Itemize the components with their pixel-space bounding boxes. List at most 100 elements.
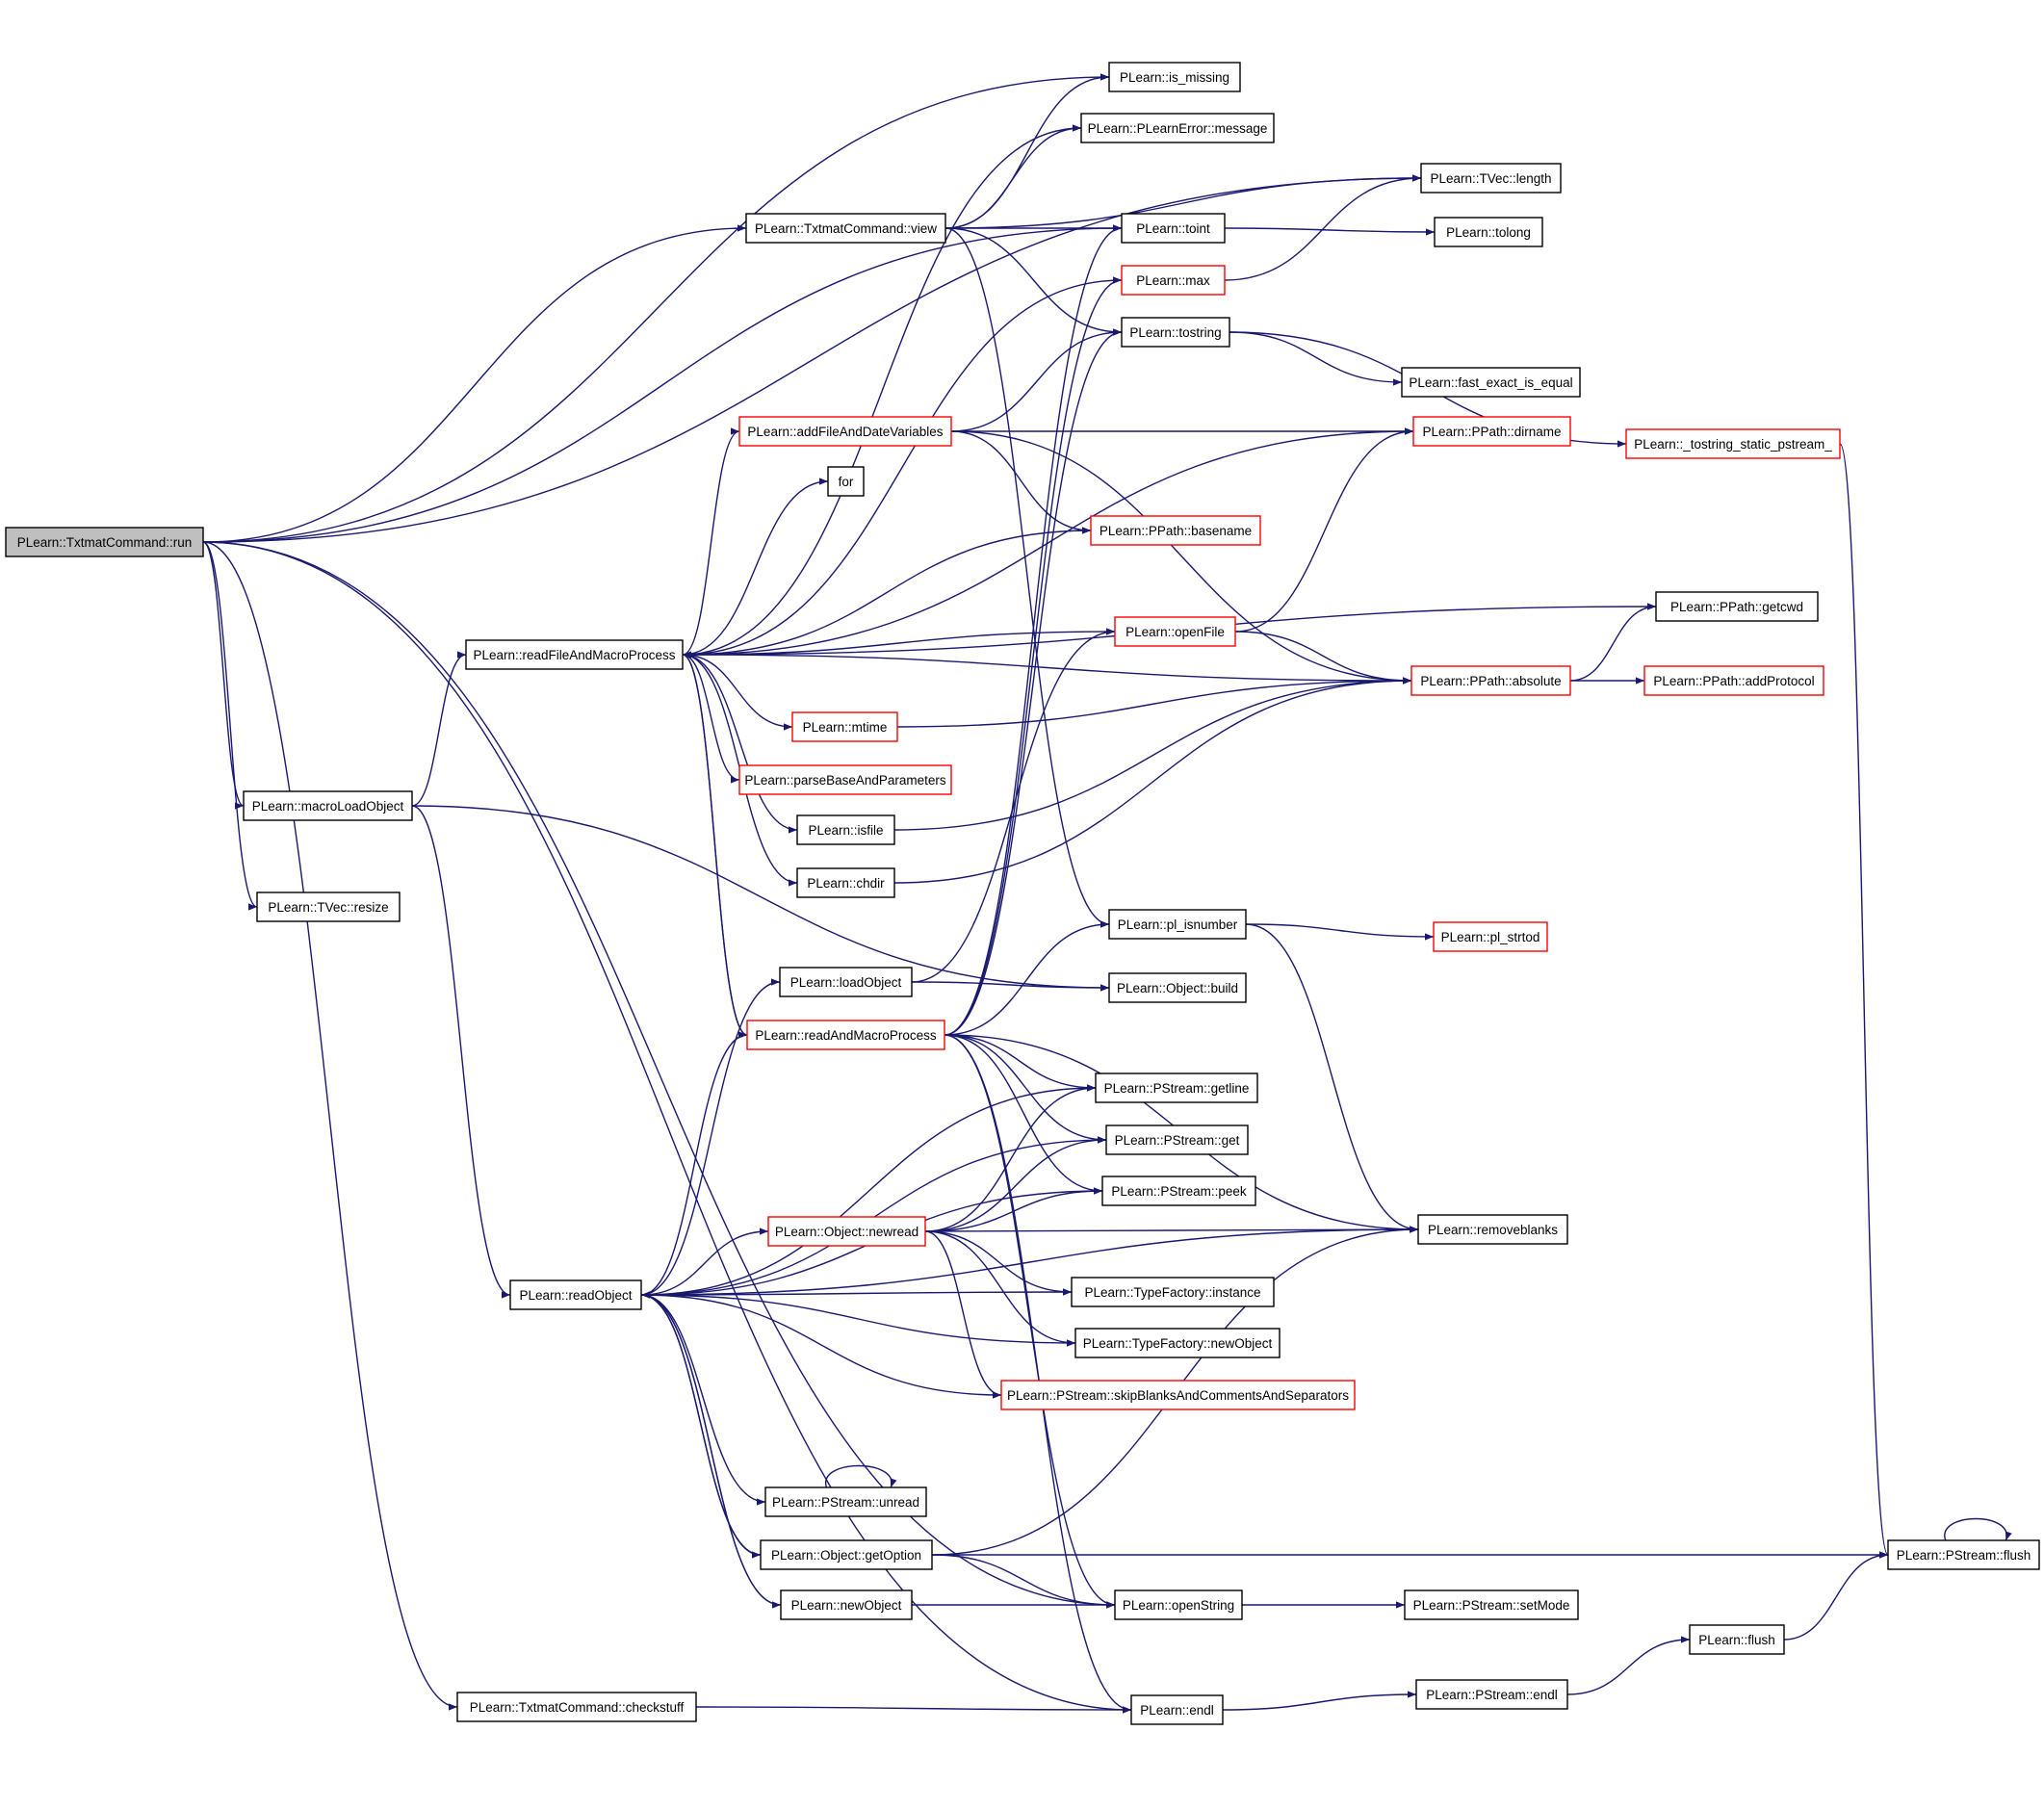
node-addProtocol-label: PLearn::PPath::addProtocol: [1653, 674, 1814, 688]
node-flush[interactable]: PLearn::flush: [1689, 1624, 1785, 1655]
node-toint-label: PLearn::toint: [1136, 221, 1210, 236]
node-getOption[interactable]: PLearn::Object::getOption: [760, 1539, 933, 1570]
node-skipBlanks[interactable]: PLearn::PStream::skipBlanksAndCommentsAn…: [1000, 1380, 1356, 1410]
node-unread[interactable]: PLearn::PStream::unread: [764, 1486, 927, 1517]
node-chdir[interactable]: PLearn::chdir: [796, 867, 895, 898]
node-checkstuff-label: PLearn::TxtmatCommand::checkstuff: [470, 1700, 685, 1715]
node-tostring[interactable]: PLearn::tostring: [1121, 317, 1230, 348]
node-getline[interactable]: PLearn::PStream::getline: [1095, 1072, 1258, 1103]
node-loadObject[interactable]: PLearn::loadObject: [779, 967, 913, 997]
node-parseBase[interactable]: PLearn::parseBaseAndParameters: [738, 764, 952, 795]
edge-psFlush-to-psFlush: [1944, 1517, 2012, 1541]
edge-newread-to-peek: [924, 1187, 1103, 1232]
edge-view-to-message: [944, 124, 1082, 229]
node-checkstuff[interactable]: PLearn::TxtmatCommand::checkstuff: [456, 1692, 697, 1722]
node-isfile-label: PLearn::isfile: [808, 823, 883, 838]
node-build[interactable]: PLearn::Object::build: [1108, 972, 1247, 1003]
node-for-box: [827, 466, 865, 497]
node-getcwd[interactable]: PLearn::PPath::getcwd: [1655, 591, 1819, 622]
edge-readAndMacro-to-getline: [944, 1034, 1097, 1092]
node-tolong[interactable]: PLearn::tolong: [1434, 217, 1543, 247]
node-addFile[interactable]: PLearn::addFileAndDateVariables: [738, 416, 952, 447]
edge-readAndMacro-to-readFile: [682, 651, 748, 1036]
node-readFile[interactable]: PLearn::readFileAndMacroProcess: [465, 639, 684, 670]
node-toint[interactable]: PLearn::toint: [1121, 213, 1226, 244]
edge-run-to-is_missing: [202, 73, 1110, 543]
edge-tostring_static-to-psFlush: [1839, 443, 1889, 1559]
node-removeblanks[interactable]: PLearn::removeblanks: [1417, 1214, 1568, 1245]
node-pl_isnumber-box: [1108, 909, 1247, 940]
edge-readObject-to-loadObject: [640, 978, 781, 1296]
node-isfile[interactable]: PLearn::isfile: [796, 814, 895, 845]
edge-readAndMacro-to-openString: [944, 1034, 1116, 1609]
edge-newread-to-get: [924, 1136, 1107, 1232]
node-length-label: PLearn::TVec::length: [1430, 171, 1551, 186]
node-openFile-label: PLearn::openFile: [1125, 625, 1225, 639]
node-newread-label: PLearn::Object::newread: [775, 1225, 919, 1239]
edge-newObject-to-readObject: [640, 1291, 782, 1606]
node-resize[interactable]: PLearn::TVec::resize: [256, 892, 401, 922]
edge-openFile-to-dirname: [1234, 427, 1414, 633]
node-peek[interactable]: PLearn::PStream::peek: [1101, 1176, 1256, 1206]
node-absolute-label: PLearn::PPath::absolute: [1420, 674, 1561, 688]
node-for-label: for: [839, 475, 854, 489]
node-tfNewObject[interactable]: PLearn::TypeFactory::newObject: [1074, 1328, 1281, 1358]
node-openFile[interactable]: PLearn::openFile: [1114, 616, 1236, 647]
edge-readObject-to-tfNewObject: [640, 1294, 1076, 1347]
node-chdir-box: [796, 867, 895, 898]
node-mtime-label: PLearn::mtime: [803, 720, 888, 735]
edge-newread-to-tfNewObject: [924, 1230, 1076, 1347]
node-max-label: PLearn::max: [1136, 273, 1210, 288]
node-openString[interactable]: PLearn::openString: [1114, 1589, 1243, 1620]
node-pl_strtod[interactable]: PLearn::pl_strtod: [1433, 921, 1548, 952]
node-instance[interactable]: PLearn::TypeFactory::instance: [1071, 1277, 1275, 1307]
node-resize-label: PLearn::TVec::resize: [268, 900, 388, 915]
node-newread[interactable]: PLearn::Object::newread: [767, 1216, 926, 1247]
node-resize-box: [256, 892, 401, 922]
node-readFile-box: [465, 639, 684, 670]
node-build-label: PLearn::Object::build: [1117, 981, 1238, 995]
node-newObject[interactable]: PLearn::newObject: [780, 1589, 913, 1620]
node-dirname-label: PLearn::PPath::dirname: [1422, 425, 1561, 439]
node-readAndMacro[interactable]: PLearn::readAndMacroProcess: [746, 1020, 945, 1050]
node-message[interactable]: PLearn::PLearnError::message: [1080, 113, 1275, 143]
edge-run-to-length: [202, 174, 1422, 543]
node-length[interactable]: PLearn::TVec::length: [1420, 163, 1562, 194]
node-mtime[interactable]: PLearn::mtime: [791, 711, 898, 742]
node-peek-box: [1101, 1176, 1256, 1206]
node-tostring_static-box: [1625, 428, 1841, 459]
edge-view-to-is_missing: [944, 73, 1110, 229]
node-addProtocol[interactable]: PLearn::PPath::addProtocol: [1643, 665, 1824, 696]
node-is_missing[interactable]: PLearn::is_missing: [1108, 62, 1241, 92]
node-setMode[interactable]: PLearn::PStream::setMode: [1404, 1589, 1579, 1620]
node-psEndl[interactable]: PLearn::PStream::endl: [1415, 1679, 1568, 1710]
node-getcwd-label: PLearn::PPath::getcwd: [1670, 600, 1803, 614]
node-absolute[interactable]: PLearn::PPath::absolute: [1410, 665, 1571, 696]
edge-addFile-to-basename: [950, 430, 1092, 534]
edge-checkstuff-to-endl: [695, 1706, 1132, 1714]
node-fast_exact[interactable]: PLearn::fast_exact_is_equal: [1401, 367, 1581, 398]
edge-readObject-to-newread: [640, 1228, 769, 1296]
node-pl_isnumber[interactable]: PLearn::pl_isnumber: [1108, 909, 1247, 940]
node-readObject[interactable]: PLearn::readObject: [509, 1279, 642, 1310]
edge-readFile-to-max: [682, 276, 1123, 656]
node-dirname[interactable]: PLearn::PPath::dirname: [1412, 416, 1571, 447]
node-tostring_static[interactable]: PLearn::_tostring_static_pstream_: [1625, 428, 1841, 459]
node-pl_isnumber-label: PLearn::pl_isnumber: [1118, 917, 1238, 932]
node-max[interactable]: PLearn::max: [1121, 265, 1226, 296]
node-view-box: [745, 213, 946, 244]
node-run[interactable]: PLearn::TxtmatCommand::run: [5, 527, 204, 557]
node-get[interactable]: PLearn::PStream::get: [1105, 1124, 1249, 1155]
edge-getOption-to-openString: [931, 1554, 1116, 1609]
edge-readAndMacro-to-peek: [944, 1034, 1103, 1195]
node-endl[interactable]: PLearn::endl: [1130, 1694, 1224, 1725]
node-tostring_static-label: PLearn::_tostring_static_pstream_: [1634, 437, 1832, 452]
node-for[interactable]: for: [827, 466, 865, 497]
node-basename[interactable]: PLearn::PPath::basename: [1090, 515, 1261, 546]
edge-macroLoad-to-build: [411, 805, 1110, 992]
edge-pl_isnumber-to-removeblanks: [1245, 923, 1419, 1233]
node-psFlush[interactable]: PLearn::PStream::flush: [1887, 1539, 2040, 1570]
node-view[interactable]: PLearn::TxtmatCommand::view: [745, 213, 946, 244]
node-macroLoad[interactable]: PLearn::macroLoadObject: [243, 790, 413, 821]
